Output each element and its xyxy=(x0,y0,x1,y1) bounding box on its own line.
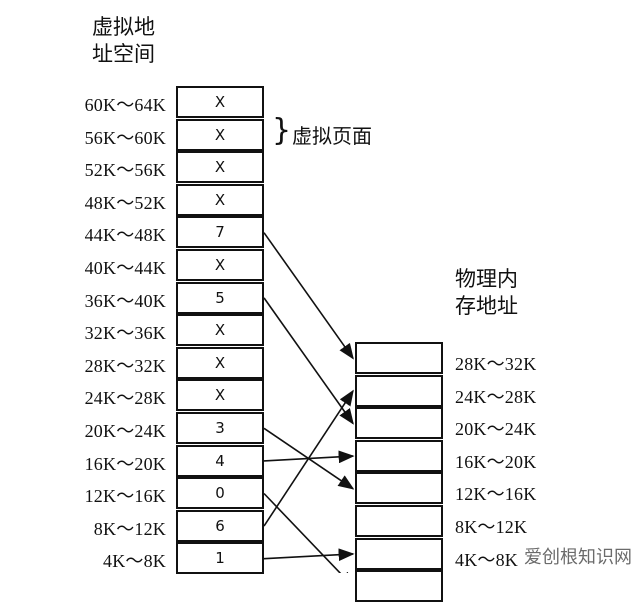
virtual-page-cell: 4 xyxy=(176,444,264,477)
virtual-address-space-title: 虚拟地 址空间 xyxy=(92,14,155,68)
mapping-arrows xyxy=(263,232,355,573)
physical-range-label: 16K～20K xyxy=(455,451,537,472)
virtual-range-label: 44K～48K xyxy=(84,225,166,246)
physical-range-label: 8K～12K xyxy=(455,517,528,537)
physical-title-line-2: 存地址 xyxy=(455,294,518,318)
physical-frame-cell xyxy=(355,374,443,407)
watermark: 爱创根知识网 xyxy=(524,547,632,568)
mapping-arrow xyxy=(263,232,354,360)
virtual-page-cell: X xyxy=(176,151,264,184)
virtual-range-label: 48K～52K xyxy=(84,192,166,213)
physical-range-label: 20K～24K xyxy=(455,419,537,440)
virtual-title-line-1: 虚拟地 xyxy=(92,15,155,39)
virtual-page-cell: X xyxy=(176,346,264,379)
physical-frame-cell xyxy=(355,570,443,602)
physical-range-label: 28K～32K xyxy=(455,354,537,374)
physical-memory-title: 物理内 存地址 xyxy=(455,266,518,320)
virtual-page-cell: 1 xyxy=(176,542,264,575)
virtual-page-label: 虚拟页面 xyxy=(292,124,372,148)
virtual-page-cell: 5 xyxy=(176,281,264,314)
mapping-arrow xyxy=(263,297,354,425)
virtual-page-cell: X xyxy=(176,249,264,281)
physical-frame-cell xyxy=(355,537,443,570)
virtual-range-label: 16K～20K xyxy=(84,453,166,474)
physical-range-label: 12K～16K xyxy=(455,484,537,505)
virtual-range-label: 40K～44K xyxy=(84,258,166,278)
virtual-range-label: 20K～24K xyxy=(84,421,166,441)
brace-icon: } xyxy=(272,113,292,148)
virtual-page-cell: 0 xyxy=(176,477,264,510)
physical-range-label: 24K～28K xyxy=(455,386,537,407)
virtual-page-cell: 3 xyxy=(176,412,264,444)
mapping-arrow xyxy=(263,389,354,527)
virtual-range-label: 24K～28K xyxy=(84,388,166,409)
physical-frame-cell xyxy=(355,439,443,472)
virtual-page-cell: X xyxy=(176,183,264,216)
virtual-range-label: 28K～32K xyxy=(84,355,166,376)
virtual-range-label: 8K～12K xyxy=(93,518,166,539)
virtual-page-cell: X xyxy=(176,86,264,118)
virtual-title-line-2: 址空间 xyxy=(92,42,155,66)
virtual-range-label: 60K～64K xyxy=(84,95,166,115)
virtual-page-cell: X xyxy=(176,379,264,412)
virtual-range-label: 36K～40K xyxy=(84,290,166,311)
virtual-page-cell: X xyxy=(176,118,264,151)
virtual-range-label: 4K～8K xyxy=(103,551,166,572)
virtual-page-cell: 7 xyxy=(176,216,264,249)
physical-range-label: 4K～8K xyxy=(455,549,518,570)
mapping-arrow xyxy=(263,548,355,562)
physical-frame-cell xyxy=(355,505,443,537)
mapping-arrow xyxy=(263,492,355,573)
virtual-range-label: 32K～36K xyxy=(84,323,166,344)
virtual-range-label: 52K～56K xyxy=(84,160,166,181)
physical-frame-cell xyxy=(355,342,443,374)
physical-frame-cell xyxy=(355,472,443,505)
physical-title-line-1: 物理内 xyxy=(455,267,518,291)
virtual-range-label: 56K～60K xyxy=(84,127,166,148)
physical-frame-cell xyxy=(355,407,443,440)
virtual-page-cell: 6 xyxy=(176,509,264,542)
virtual-page-cell: X xyxy=(176,314,264,347)
virtual-range-label: 12K～16K xyxy=(84,486,166,507)
